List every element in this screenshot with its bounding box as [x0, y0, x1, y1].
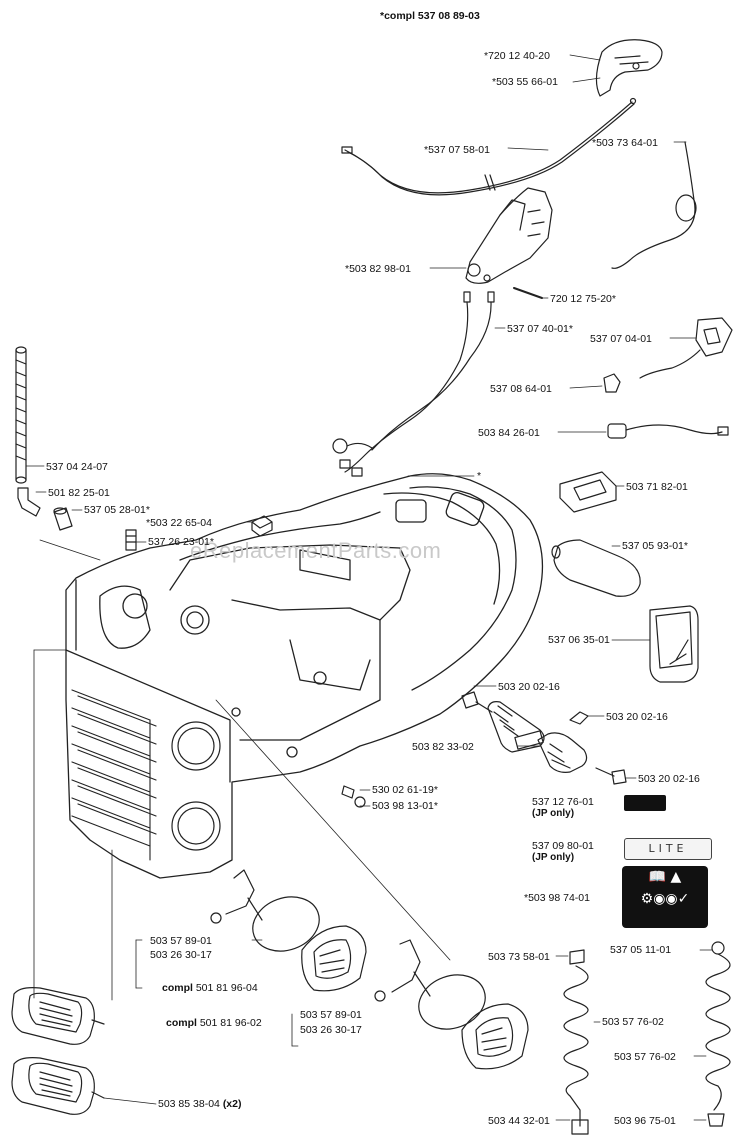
assembly-label: compl 501 81 96-02 — [166, 1017, 262, 1029]
part-label: 537 26 23-01* — [148, 536, 214, 548]
spring-right-part — [705, 941, 731, 1127]
manual-symbol-icon: 📖 ▲ — [648, 869, 682, 885]
part-label: 503 98 13-01* — [372, 800, 438, 812]
part-label: 503 57 76-02 — [602, 1016, 664, 1028]
part-label: 503 82 33-02 — [412, 741, 474, 753]
shock-absorber-part — [461, 691, 627, 785]
short-wire-part — [607, 423, 729, 439]
spring-left-part — [563, 949, 589, 1135]
part-label: 537 07 04-01 — [590, 333, 652, 345]
part-label: *503 82 98-01 — [345, 263, 411, 275]
part-label: * — [477, 470, 482, 482]
part-label: 503 20 02-16 — [498, 681, 560, 693]
part-label: 503 20 02-16 — [606, 711, 668, 723]
grommet-part — [53, 507, 73, 531]
part-label: 503 57 89-01 — [150, 935, 212, 947]
assembly-compl-label: *compl 537 08 89-03 — [380, 10, 480, 22]
part-label: 530 02 61-19* — [372, 784, 438, 796]
cylinder-bores — [171, 721, 221, 851]
part-label: *503 22 65-04 — [146, 517, 212, 529]
throttle-cable-part — [341, 97, 637, 196]
part-label: 503 57 89-01 — [300, 1009, 362, 1021]
part-label: 537 05 28-01* — [84, 504, 150, 516]
switch-part — [639, 317, 733, 379]
decal-lite-part: LITE — [624, 838, 712, 860]
wire-coil-part — [611, 141, 697, 269]
part-label: 503 26 30-17 — [300, 1024, 362, 1036]
cover-plate-part — [649, 605, 699, 683]
part-label: 720 12 75-20* — [550, 293, 616, 305]
part-label: 537 07 40-01* — [507, 323, 573, 335]
part-label: 503 20 02-16 — [638, 773, 700, 785]
clamp-ring-left — [210, 869, 320, 952]
av-element-top — [11, 987, 105, 1045]
part-label: *503 73 64-01 — [592, 137, 658, 149]
part-label: 503 44 32-01 — [488, 1115, 550, 1127]
part-label: 503 73 58-01 — [488, 951, 550, 963]
crankcase-body — [65, 473, 544, 879]
intake-flange-left — [301, 925, 367, 992]
clamp-ring-right — [374, 939, 486, 1030]
part-label: 503 85 38-04 (x2) — [158, 1098, 242, 1110]
wire-harness-part — [332, 291, 495, 477]
clip-part — [603, 373, 621, 393]
part-label: *503 55 66-01 — [492, 76, 558, 88]
throttle-lever-part — [595, 39, 663, 97]
assembly-label: compl 501 81 96-04 — [162, 982, 258, 994]
cooling-fins — [71, 689, 157, 861]
trigger-housing-part — [465, 187, 553, 284]
part-label: *537 07 58-01 — [424, 144, 490, 156]
stud-part — [125, 529, 137, 551]
watermark-text: eReplacementParts.com — [190, 538, 442, 563]
protection-symbols-icon: ⚙◉◉✓ — [640, 891, 690, 907]
part-label: 537 04 24-07 — [46, 461, 108, 473]
warning-decal-part: 📖 ▲ ⚙◉◉✓ — [622, 866, 708, 928]
rocker-switch-part — [559, 471, 617, 513]
intake-flange-right — [461, 1003, 529, 1070]
part-label: 501 82 25-01 — [48, 487, 110, 499]
part-label: 503 57 76-02 — [614, 1051, 676, 1063]
part-label-jp: 537 09 80-01(JP only) — [532, 840, 594, 863]
part-label: 537 05 11-01 — [610, 944, 672, 956]
part-label: 503 71 82-01 — [626, 481, 688, 493]
part-label: *503 98 74-01 — [524, 892, 590, 904]
part-label: 503 26 30-17 — [150, 949, 212, 961]
rubber-sleeve-part — [551, 539, 641, 597]
screw-part — [341, 785, 366, 808]
part-label: 537 08 64-01 — [490, 383, 552, 395]
part-label: 503 84 26-01 — [478, 427, 540, 439]
decal-black-part — [624, 795, 666, 811]
part-label: 537 05 93-01* — [622, 540, 688, 552]
av-element-bottom — [11, 1057, 105, 1115]
elbow-fitting-part — [17, 487, 41, 517]
fuel-tube-part — [15, 346, 27, 484]
part-label: *720 12 40-20 — [484, 50, 550, 62]
part-label: 537 06 35-01 — [548, 634, 610, 646]
part-label-jp: 537 12 76-01(JP only) — [532, 796, 594, 819]
part-label: 503 96 75-01 — [614, 1115, 676, 1127]
